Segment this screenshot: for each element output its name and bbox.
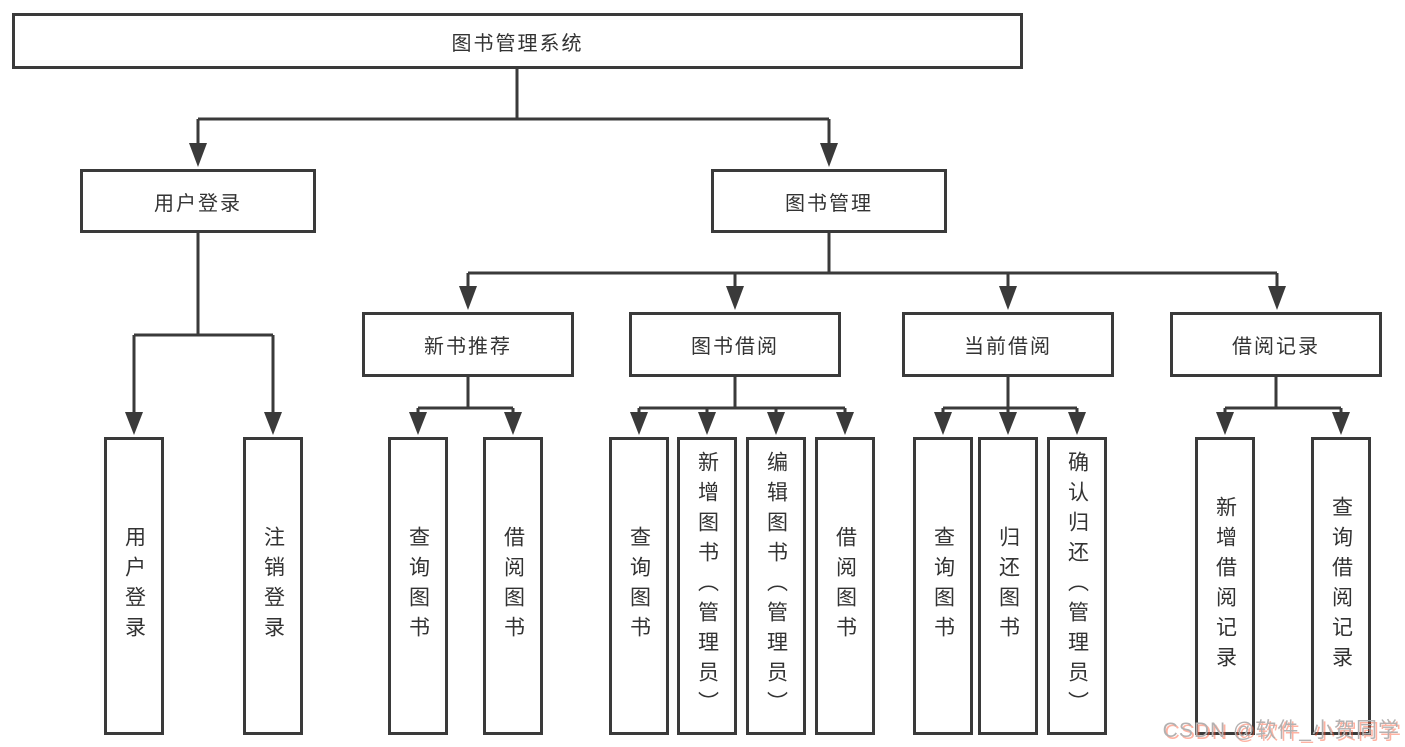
leaf-borrow-search-books: 查询图书: [609, 437, 669, 735]
leaf-records-add-borrow-record-label: 新增借阅记录: [1213, 496, 1237, 676]
leaf-borrow-borrow-books: 借阅图书: [815, 437, 875, 735]
node-user-login: 用户登录: [80, 169, 316, 233]
node-book-management: 图书管理: [711, 169, 947, 233]
leaf-records-add-borrow-record: 新增借阅记录: [1195, 437, 1255, 735]
leaf-current-confirm-return-admin-label: 确认归还（管理员）: [1065, 451, 1089, 721]
leaf-newrec-search-books-label: 查询图书: [406, 526, 430, 646]
leaf-borrow-edit-books-admin: 编辑图书（管理员）: [746, 437, 806, 735]
tree-edges: [132, 69, 1343, 415]
leaf-current-return-books: 归还图书: [978, 437, 1038, 735]
leaf-logout-label: 注销登录: [261, 526, 285, 646]
leaf-records-search-borrow-record: 查询借阅记录: [1311, 437, 1371, 735]
node-borrowing-records: 借阅记录: [1170, 312, 1382, 377]
leaf-borrow-edit-books-admin-label: 编辑图书（管理员）: [764, 451, 788, 721]
node-book-borrowing: 图书借阅: [629, 312, 841, 377]
leaf-current-search-books: 查询图书: [913, 437, 973, 735]
leaf-user-login: 用户登录: [104, 437, 164, 735]
leaf-borrow-add-books-admin: 新增图书（管理员）: [677, 437, 737, 735]
csdn-watermark: CSDN @软件_小贺同学: [1162, 719, 1400, 742]
leaf-user-login-label: 用户登录: [122, 526, 146, 646]
leaf-current-search-books-label: 查询图书: [931, 526, 955, 646]
leaf-current-return-books-label: 归还图书: [996, 526, 1020, 646]
node-new-book-recommendation: 新书推荐: [362, 312, 574, 377]
leaf-newrec-search-books: 查询图书: [388, 437, 448, 735]
node-library-management-system: 图书管理系统: [12, 13, 1023, 69]
leaf-borrow-search-books-label: 查询图书: [627, 526, 651, 646]
leaf-records-search-borrow-record-label: 查询借阅记录: [1329, 496, 1353, 676]
arrowhead-icons: [125, 143, 1350, 435]
leaf-borrow-add-books-admin-label: 新增图书（管理员）: [695, 451, 719, 721]
leaf-borrow-borrow-books-label: 借阅图书: [833, 526, 857, 646]
leaf-newrec-borrow-books: 借阅图书: [483, 437, 543, 735]
leaf-newrec-borrow-books-label: 借阅图书: [501, 526, 525, 646]
node-current-borrowing: 当前借阅: [902, 312, 1114, 377]
leaf-current-confirm-return-admin: 确认归还（管理员）: [1047, 437, 1107, 735]
leaf-logout: 注销登录: [243, 437, 303, 735]
